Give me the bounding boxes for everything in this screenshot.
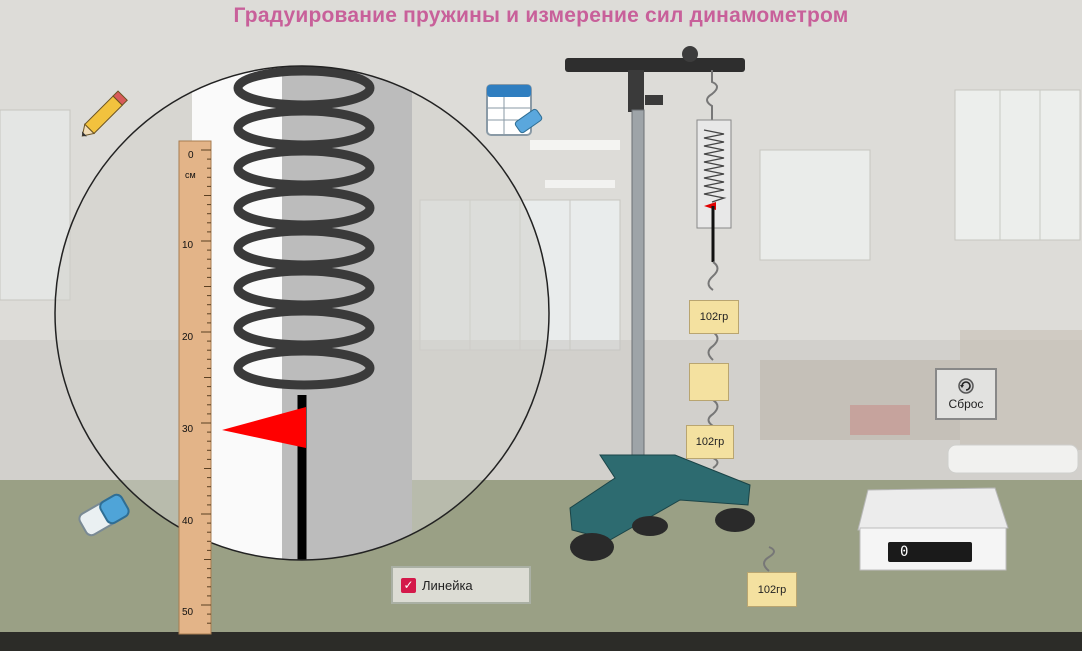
page-title: Градуирование пружины и измерение сил ди… — [233, 4, 849, 27]
eraser-icon[interactable] — [72, 485, 136, 545]
table-icon[interactable] — [484, 82, 548, 142]
reset-label: Сброс — [948, 397, 984, 411]
ruler-checkbox[interactable]: ✓ — [401, 577, 416, 593]
loose-mass-hook — [763, 546, 775, 572]
ruler: 0 см 10 20 30 40 50 — [178, 140, 212, 635]
mass-weight-1[interactable]: 102гр — [689, 300, 739, 334]
ruler-unit: см — [185, 170, 196, 180]
ruler-toggle[interactable]: ✓ Линейка — [391, 566, 531, 604]
mass-weight-4[interactable]: 102гр — [747, 572, 797, 607]
reset-icon — [958, 378, 974, 394]
mass-weight-3[interactable]: 102гр — [686, 425, 734, 459]
reset-button[interactable]: Сброс — [935, 368, 997, 420]
ruler-checkbox-label: Линейка — [422, 577, 473, 593]
pencil-icon[interactable] — [75, 82, 137, 144]
stand — [565, 46, 755, 561]
magnifier-view — [54, 65, 550, 561]
pointer-flag — [222, 407, 306, 448]
ruler-label-20: 20 — [182, 332, 194, 343]
ruler-label-0: 0 — [188, 150, 194, 161]
scale-display: 0 — [888, 542, 972, 562]
ruler-label-10: 10 — [182, 240, 194, 251]
ruler-label-50: 50 — [182, 607, 194, 618]
ruler-label-40: 40 — [182, 516, 194, 527]
mass-weight-2[interactable] — [689, 363, 729, 401]
ruler-label-30: 30 — [182, 424, 194, 435]
